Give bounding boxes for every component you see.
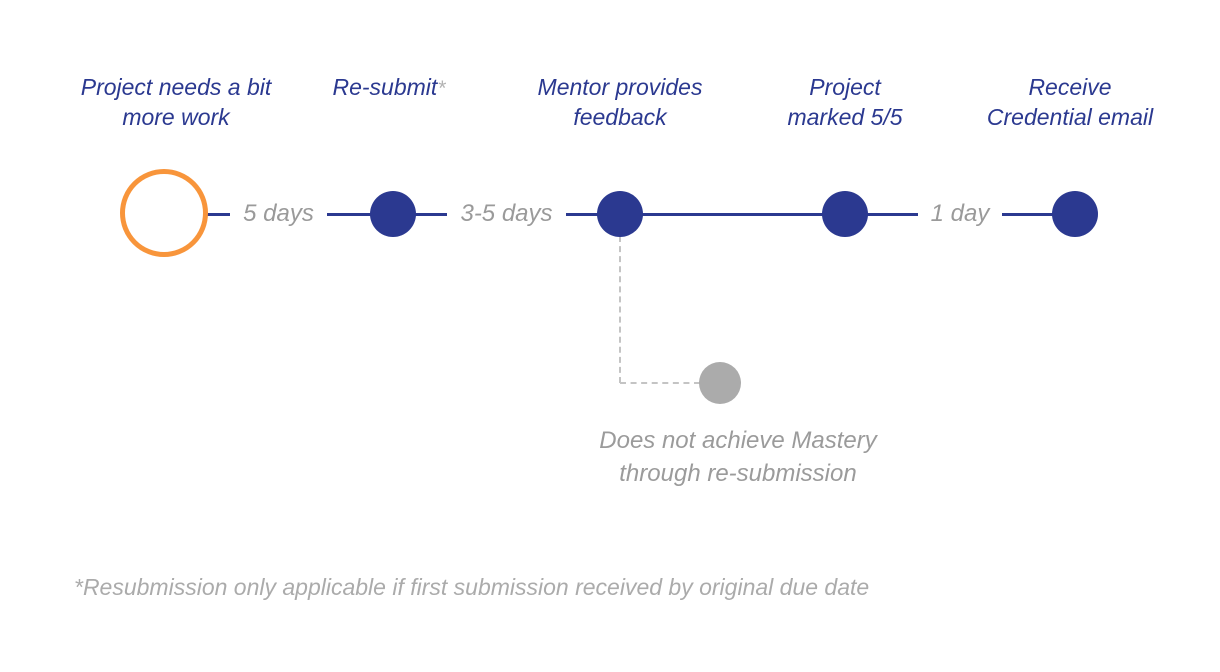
timeline-line (565, 212, 620, 216)
timeline-line (393, 212, 448, 216)
node-circle-needs-work (120, 169, 208, 257)
timeline-line (620, 212, 845, 216)
label-line: Receive (1028, 74, 1112, 100)
label-line: Mentor provides (537, 74, 703, 100)
connector-4: 1 day (845, 198, 1075, 230)
duration-label: 5 days (243, 200, 314, 227)
connector-2: 3-5 days (393, 198, 620, 230)
label-no-mastery: Does not achieve Mastery through re-subm… (599, 424, 876, 490)
label-project-needs-work: Project needs a bit more work (81, 72, 272, 132)
label-line: through re-submission (619, 460, 857, 487)
node-circle-project-marked (822, 191, 868, 237)
node-circle-mentor-feedback (597, 191, 643, 237)
node-circle-no-mastery (699, 362, 741, 404)
label-line: feedback (573, 104, 667, 130)
timeline-line (845, 212, 918, 216)
node-circle-resubmit (370, 191, 416, 237)
label-line: Does not achieve Mastery (599, 427, 877, 454)
asterisk-marker: * (437, 77, 446, 100)
branch-dashed-horizontal-line (620, 382, 700, 384)
label-resubmit: Re-submit* (333, 72, 446, 104)
label-receive-credential: Receive Credential email (987, 72, 1153, 132)
timeline-line (326, 212, 393, 216)
label-line: more work (122, 104, 230, 130)
label-mentor-feedback: Mentor provides feedback (538, 72, 703, 132)
label-line: Project (809, 74, 881, 100)
label-text: Re-submit (332, 74, 438, 100)
label-project-marked: Project marked 5/5 (787, 72, 902, 132)
footnote-resubmission-policy: *Resubmission only applicable if first s… (74, 574, 870, 600)
connector-3 (620, 198, 845, 230)
duration-label: 3-5 days (460, 200, 553, 227)
label-line: marked 5/5 (787, 104, 903, 130)
branch-dashed-vertical-line (619, 236, 621, 383)
duration-label: 1 day (930, 200, 990, 227)
label-line: Project needs a bit (80, 74, 272, 100)
label-line: Credential email (986, 104, 1154, 130)
node-circle-receive-credential (1052, 191, 1098, 237)
timeline-line (1002, 212, 1075, 216)
